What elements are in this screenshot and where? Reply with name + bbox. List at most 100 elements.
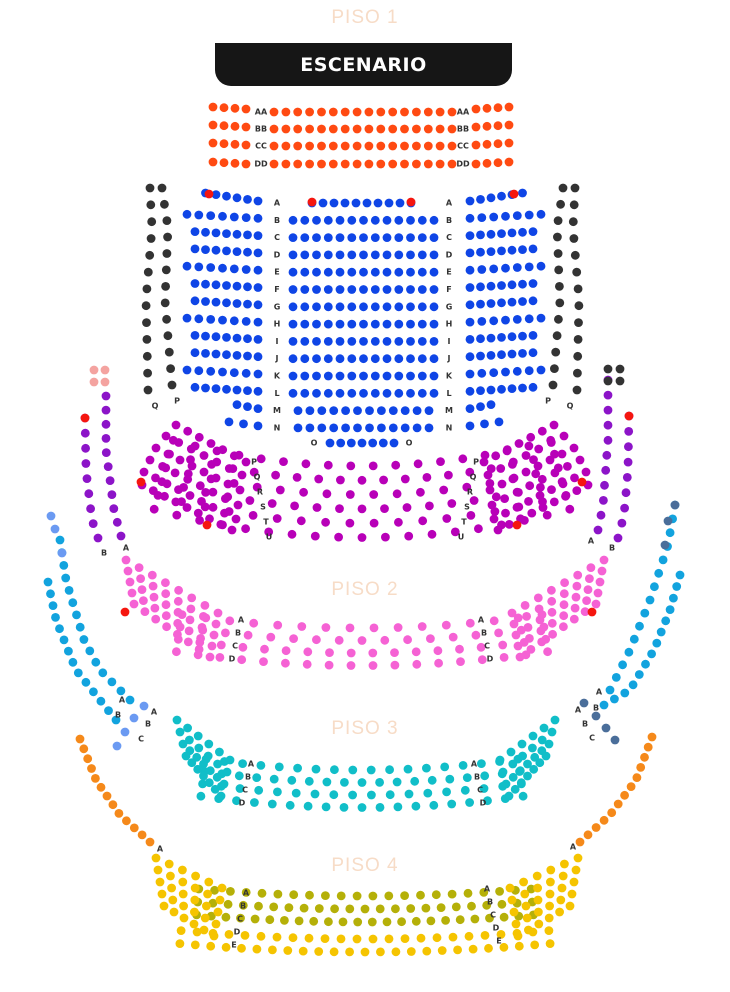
seat[interactable] [394, 215, 404, 225]
seat[interactable] [139, 596, 148, 605]
seat[interactable] [541, 751, 551, 761]
seat[interactable] [109, 504, 119, 513]
seat[interactable] [139, 467, 149, 477]
seat[interactable] [335, 337, 345, 346]
seat[interactable] [429, 800, 439, 810]
seat[interactable] [370, 250, 380, 260]
seat[interactable] [48, 601, 58, 610]
seat[interactable] [328, 159, 338, 169]
seat[interactable] [236, 913, 245, 923]
seat[interactable] [202, 520, 212, 530]
seat[interactable] [486, 299, 496, 308]
seat[interactable] [250, 914, 260, 924]
seat[interactable] [196, 791, 206, 801]
seat[interactable] [497, 899, 507, 909]
seat[interactable] [474, 524, 483, 534]
seat[interactable] [370, 388, 380, 398]
seat[interactable] [206, 439, 216, 448]
seat[interactable] [499, 942, 509, 952]
seat[interactable] [553, 216, 563, 226]
seat[interactable] [382, 285, 392, 294]
seat[interactable] [400, 474, 410, 484]
seat[interactable] [670, 500, 680, 510]
seat[interactable] [143, 385, 153, 395]
seat[interactable] [329, 406, 339, 415]
seat[interactable] [436, 903, 446, 912]
seat[interactable] [388, 107, 398, 117]
seat[interactable] [227, 525, 237, 535]
seat[interactable] [400, 107, 409, 117]
seat[interactable] [520, 889, 530, 899]
seat[interactable] [86, 504, 95, 514]
seat[interactable] [293, 124, 303, 134]
seat[interactable] [288, 285, 298, 294]
seat[interactable] [264, 527, 274, 537]
seat[interactable] [463, 888, 473, 898]
seat[interactable] [435, 141, 445, 151]
seat[interactable] [427, 775, 437, 785]
seat[interactable] [218, 315, 227, 325]
seat[interactable] [186, 604, 196, 614]
seat[interactable] [253, 196, 263, 206]
seat[interactable] [82, 474, 92, 483]
seat[interactable] [568, 217, 578, 227]
seat[interactable] [171, 497, 181, 507]
seat[interactable] [599, 815, 609, 825]
seat[interactable] [595, 577, 605, 587]
seat[interactable] [573, 368, 582, 378]
seat[interactable] [217, 883, 227, 893]
seat[interactable] [623, 457, 633, 467]
seat[interactable] [252, 944, 262, 954]
seat[interactable] [269, 902, 279, 912]
seat[interactable] [370, 354, 380, 364]
seat[interactable] [394, 354, 404, 364]
seat[interactable] [382, 388, 392, 398]
seat[interactable] [146, 200, 156, 210]
seat[interactable] [528, 331, 538, 340]
seat[interactable] [665, 528, 675, 538]
seat[interactable] [382, 917, 392, 927]
seat[interactable] [418, 516, 428, 526]
seat[interactable] [394, 388, 404, 398]
seat[interactable] [347, 233, 357, 243]
seat[interactable] [660, 540, 670, 550]
seat[interactable] [223, 899, 233, 909]
seat[interactable] [417, 215, 427, 225]
seat[interactable] [252, 482, 262, 492]
seat[interactable] [328, 141, 338, 151]
seat[interactable] [482, 900, 492, 910]
seat[interactable] [171, 420, 181, 430]
seat[interactable] [211, 245, 221, 255]
seat[interactable] [571, 592, 581, 602]
seat[interactable] [394, 267, 404, 277]
seat[interactable] [525, 634, 534, 643]
seat[interactable] [340, 198, 350, 208]
seat[interactable] [359, 250, 368, 260]
seat[interactable] [654, 568, 664, 578]
seat[interactable] [288, 933, 298, 943]
seat[interactable] [489, 514, 499, 524]
seat[interactable] [232, 247, 242, 256]
seat[interactable] [537, 474, 547, 484]
seat[interactable] [406, 947, 416, 956]
seat[interactable] [183, 426, 193, 436]
seat[interactable] [79, 744, 89, 754]
seat[interactable] [346, 461, 356, 471]
seat[interactable] [559, 600, 569, 610]
seat[interactable] [206, 263, 216, 272]
seat[interactable] [400, 934, 410, 943]
seat[interactable] [129, 713, 139, 723]
seat[interactable] [211, 473, 221, 483]
seat[interactable] [345, 947, 354, 957]
seat[interactable] [201, 488, 211, 497]
seat[interactable] [641, 659, 650, 669]
seat[interactable] [559, 622, 568, 632]
seat[interactable] [187, 758, 197, 768]
seat[interactable] [330, 904, 339, 914]
seat[interactable] [570, 603, 580, 613]
seat[interactable] [424, 406, 434, 415]
seat[interactable] [395, 198, 405, 208]
seat[interactable] [406, 337, 415, 346]
seat[interactable] [225, 616, 235, 626]
seat[interactable] [235, 485, 245, 495]
